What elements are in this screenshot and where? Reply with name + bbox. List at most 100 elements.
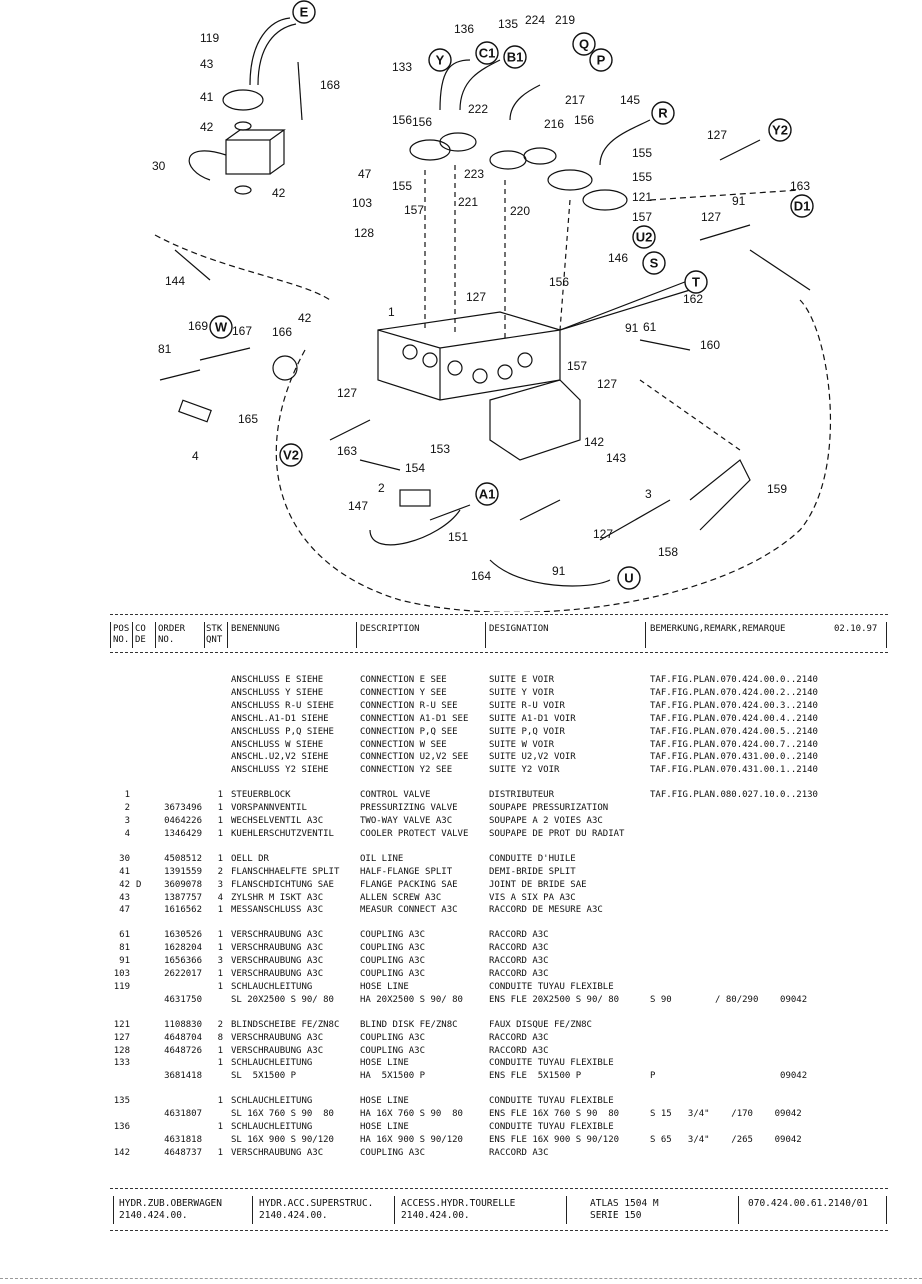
cell-en: HOSE LINE: [360, 1058, 409, 1069]
cell-fr: DISTRIBUTEUR: [489, 790, 555, 801]
part-label: 224: [525, 13, 545, 27]
cell-order: 1387757: [164, 892, 202, 903]
cell-order: 1630526: [164, 930, 202, 941]
cell-stk: 1: [217, 853, 223, 864]
header-order: ORDER NO.: [158, 624, 186, 645]
cell-order: 4648737: [164, 1147, 202, 1158]
cell-pos: 121: [113, 1019, 130, 1030]
cell-fr: ENS FLE 16X 900 S 90/120: [489, 1134, 620, 1145]
cell-pos: 135: [113, 1096, 130, 1107]
cell-pos: 142: [113, 1147, 130, 1158]
cell-de: ANSCHLUSS Y SIEHE: [231, 687, 324, 698]
cell-stk: 1: [217, 981, 223, 992]
part-label: 156: [412, 115, 432, 129]
cell-en: PRESSURIZING VALVE: [360, 803, 458, 814]
cell-fr: CONDUITE TUYAU FLEXIBLE: [489, 981, 614, 992]
part-label: 223: [464, 167, 484, 181]
part-label: 151: [448, 530, 468, 544]
part-label: 135: [498, 17, 518, 31]
part-label: 144: [165, 274, 185, 288]
cell-order: 1346429: [164, 828, 202, 839]
header-designation: DESIGNATION: [489, 624, 549, 634]
cell-en: CONNECTION Y SEE: [360, 687, 447, 698]
cell-en: HOSE LINE: [360, 981, 409, 992]
cell-rem: TAF.FIG.PLAN.070.424.00.4..2140: [650, 713, 818, 724]
cell-en: HA 16X 900 S 90/120: [360, 1134, 463, 1145]
part-label: 127: [701, 210, 721, 224]
cell-rem: S 90 / 80/290 09042: [650, 994, 808, 1005]
footer-top-rule: [110, 1188, 888, 1189]
cell-order: 3681418: [164, 1071, 202, 1082]
cell-fr: FAUX DISQUE FE/ZN8C: [489, 1019, 592, 1030]
cell-en: COUPLING A3C: [360, 969, 426, 979]
part-label: 155: [392, 179, 412, 193]
cell-order: 4648726: [164, 1045, 202, 1056]
cell-fr: CONDUITE TUYAU FLEXIBLE: [489, 1122, 614, 1132]
cell-pos: 30: [119, 853, 130, 864]
part-label: 147: [348, 499, 368, 513]
part-label: 219: [555, 13, 575, 27]
cell-stk: 1: [217, 816, 223, 826]
cell-en: CONTROL VALVE: [360, 790, 431, 801]
part-label: 128: [354, 226, 374, 240]
part-label: 119: [200, 31, 219, 45]
cell-stk: 1: [217, 790, 223, 801]
footer-bottom-rule: [110, 1230, 888, 1231]
cell-pos: 91: [119, 956, 130, 967]
part-label: 41: [200, 90, 214, 104]
part-label: 166: [272, 325, 292, 339]
part-label: 162: [683, 292, 703, 306]
cell-fr: RACCORD A3C: [489, 956, 549, 967]
part-label: 142: [584, 435, 604, 449]
cell-order: 2622017: [164, 969, 202, 979]
svg-text:T: T: [692, 275, 700, 290]
cell-en: HA 20X2500 S 90/ 80: [360, 994, 463, 1005]
header-benennung: BENENNUNG: [231, 624, 280, 634]
part-label: 167: [232, 324, 252, 338]
cell-fr: RACCORD A3C: [489, 1045, 549, 1056]
part-label: 155: [632, 170, 652, 184]
cell-de: BLINDSCHEIBE FE/ZN8C: [231, 1019, 340, 1030]
part-label: 168: [320, 78, 340, 92]
cell-stk: 8: [217, 1032, 223, 1043]
part-label: 156: [574, 113, 594, 127]
cell-rem: S 15 3/4" /170 09042: [650, 1109, 802, 1120]
callout-d1: D1: [790, 194, 814, 218]
cell-rem: TAF.FIG.PLAN.070.424.00.3..2140: [650, 700, 818, 711]
cell-de: FLANSCHDICHTUNG SAE: [231, 879, 334, 890]
part-label: 153: [430, 442, 450, 456]
cell-pos: 136: [113, 1122, 130, 1132]
cell-de: ANSCHL.A1-D1 SIEHE: [231, 713, 329, 724]
cell-fr: SUITE E VOIR: [489, 675, 555, 685]
part-label: 133: [392, 60, 412, 74]
cell-pos: 119: [113, 981, 130, 992]
cell-stk: 1: [217, 905, 223, 916]
cell-fr: SUITE Y VOIR: [489, 687, 555, 698]
cell-en: HALF-FLANGE SPLIT: [360, 866, 453, 877]
part-label: 61: [643, 320, 657, 334]
cell-order: 3609078: [164, 879, 202, 890]
callout-t: T: [684, 270, 708, 294]
cell-stk: 2: [217, 866, 223, 877]
part-label: 156: [392, 113, 412, 127]
part-label: 1: [388, 305, 395, 319]
callout-b1: B1: [503, 45, 527, 69]
cell-order: 0464226: [164, 816, 202, 826]
cell-rem: S 65 3/4" /265 09042: [650, 1134, 802, 1145]
part-label: 156: [549, 275, 569, 289]
callout-u2: U2: [632, 225, 656, 249]
svg-text:D1: D1: [794, 199, 811, 214]
table-row: ANSCHLUSS Y SIEHE CONNECTION Y SEE SUITE Y…: [0, 687, 922, 699]
cell-de: VERSCHRAUBUNG A3C: [231, 956, 324, 967]
cell-order: 4648704: [164, 1032, 202, 1043]
cell-stk: 1: [217, 1058, 223, 1069]
